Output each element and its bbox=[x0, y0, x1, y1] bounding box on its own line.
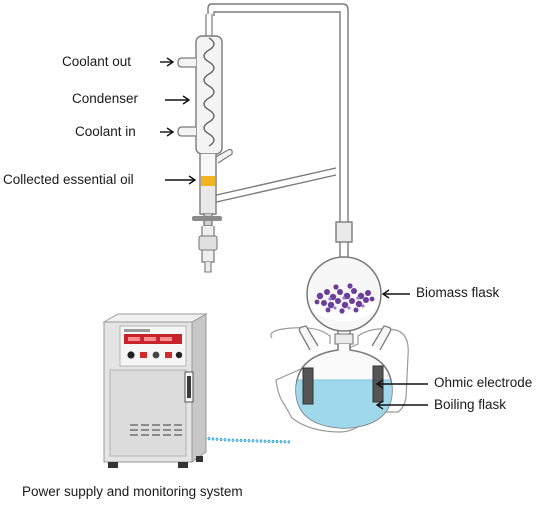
label-ohmic-electrode: Ohmic electrode bbox=[434, 375, 533, 390]
label-condenser: Condenser bbox=[72, 91, 139, 106]
label-coolant-out: Coolant out bbox=[62, 54, 132, 69]
ohmic-electrode-left bbox=[302, 367, 314, 405]
vapor-tubing bbox=[207, 3, 353, 262]
water bbox=[296, 380, 392, 428]
power-supply-cabinet bbox=[102, 313, 208, 468]
label-arrows bbox=[160, 57, 428, 410]
label-biomass-flask: Biomass flask bbox=[416, 285, 500, 300]
label-boiling-flask: Boiling flask bbox=[434, 397, 507, 412]
label-power-supply: Power supply and monitoring system bbox=[22, 484, 243, 499]
essential-oil-layer bbox=[201, 176, 215, 186]
vent-grille bbox=[130, 424, 182, 436]
biomass-particles bbox=[314, 283, 375, 314]
condenser bbox=[177, 14, 233, 164]
label-collected-oil: Collected essential oil bbox=[3, 172, 134, 187]
biomass-flask bbox=[306, 256, 382, 345]
oil-collector bbox=[192, 154, 222, 273]
control-panel bbox=[119, 325, 187, 367]
label-coolant-in: Coolant in bbox=[75, 124, 136, 139]
power-cable bbox=[199, 436, 291, 444]
boiling-flask bbox=[295, 325, 393, 429]
